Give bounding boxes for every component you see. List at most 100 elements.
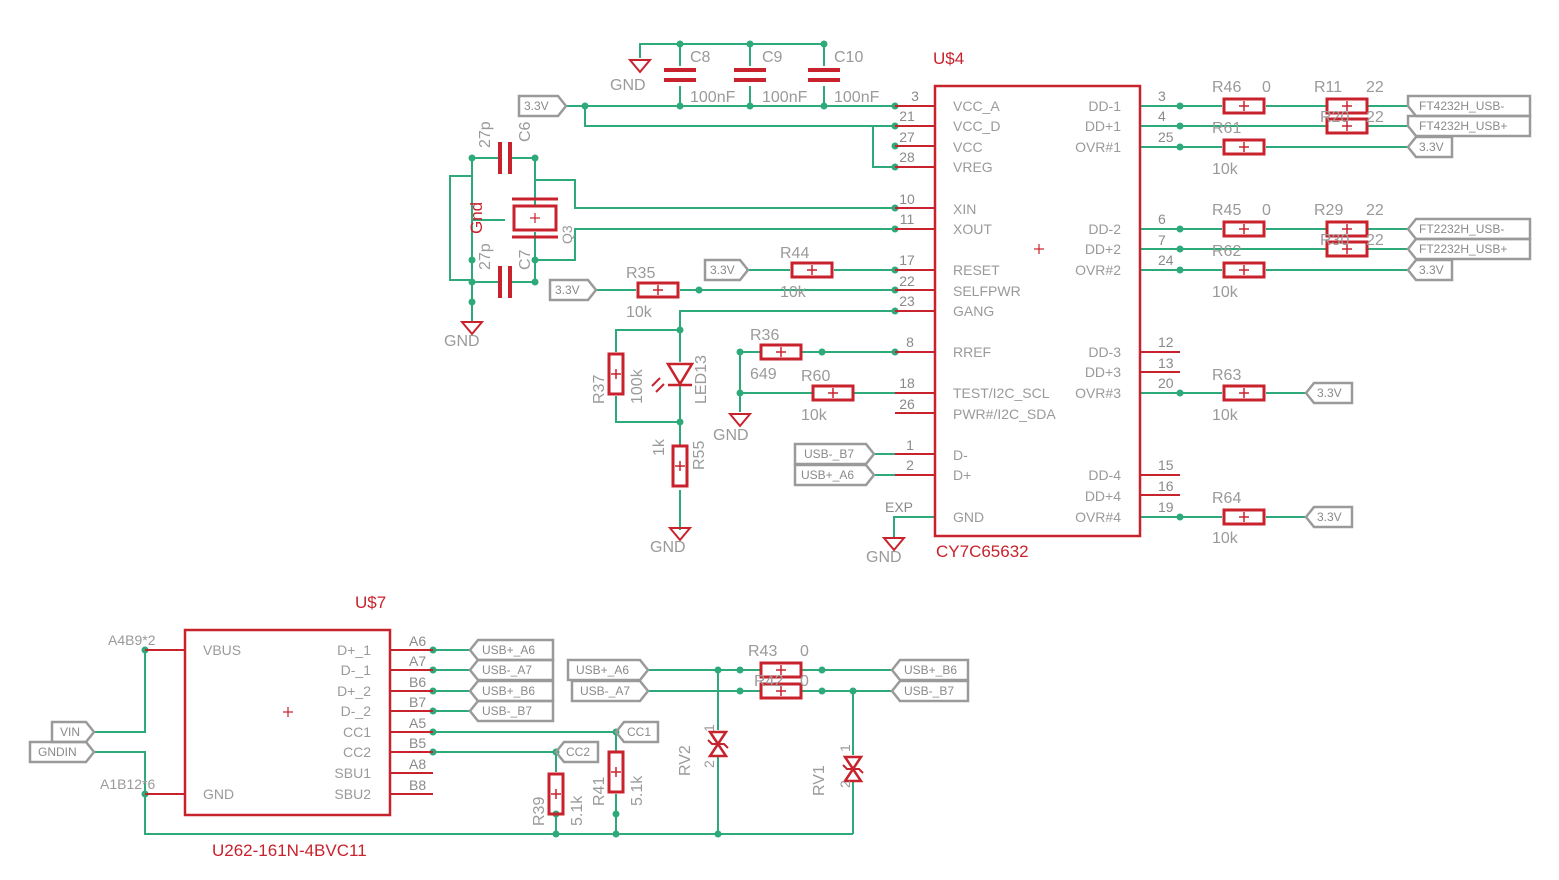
u4-pin-name: DD+2 <box>1085 241 1121 257</box>
c8-value: 100nF <box>690 89 736 106</box>
u4-pin-name: DD-3 <box>1088 344 1121 360</box>
gnd-symbol-rref: GND <box>713 413 753 444</box>
r43-name: R43 <box>748 643 777 660</box>
u7-pin-num: A7 <box>409 653 426 669</box>
resistor-r20: R20 22 <box>1320 109 1384 135</box>
u4-pin-name: DD-1 <box>1088 98 1121 114</box>
resistor-r29: R29 22 <box>1314 202 1384 238</box>
u7-pin-num: A8 <box>409 756 426 772</box>
r63-name: R63 <box>1212 367 1241 384</box>
net-cc2: CC2 <box>566 745 590 759</box>
u4-pin-name: DD+3 <box>1085 364 1121 380</box>
u4-pin-num: 1 <box>906 437 914 453</box>
u4-pin-num: 12 <box>1158 334 1174 350</box>
c10-value: 100nF <box>834 89 880 106</box>
net-usb-m-b7: USB-_B7 <box>804 447 854 461</box>
r36-value: 649 <box>750 366 777 383</box>
u7-pin-name: D+_2 <box>337 683 371 699</box>
u4-pin-num: 3 <box>1158 88 1166 104</box>
chip-u7: U$7 U262-161N-4BVC11 A4B9*2 A1B12*6 VBUS… <box>100 593 433 860</box>
u7-pin-num: B7 <box>409 694 426 710</box>
decoupling-caps: C8 C9 C10 100nF 100nF 100nF <box>664 49 880 106</box>
net-usb-p-a6: USB+_A6 <box>482 643 535 657</box>
c9-value: 100nF <box>762 89 808 106</box>
u7-pin-name: D-_2 <box>341 703 372 719</box>
u4-pin-name: RREF <box>953 344 991 360</box>
gnd-label: GND <box>713 427 749 444</box>
net-33v: 3.3V <box>710 263 735 277</box>
u4-pin-num: 3 <box>911 88 919 104</box>
r35-value: 10k <box>626 304 653 321</box>
u4-pin-name: DD+4 <box>1085 488 1121 504</box>
u4-pin-num: 11 <box>900 211 915 227</box>
resistor-r63: R63 10k <box>1212 367 1266 424</box>
r29-name: R29 <box>1314 202 1343 219</box>
u4-pin-name: XOUT <box>953 221 992 237</box>
r55-name: R55 <box>691 441 708 470</box>
r30-name: R30 <box>1320 232 1349 249</box>
gnd-symbol-exp: GND <box>866 537 907 566</box>
gnd-label: GND <box>650 539 686 556</box>
net-usb-m-a7: USB-_A7 <box>482 663 532 677</box>
u7-pin-num: B5 <box>409 735 426 751</box>
resistor-r55: 1k R55 <box>651 438 708 488</box>
rv1-name: RV1 <box>811 765 828 796</box>
r20-value: 22 <box>1366 109 1384 126</box>
u4-pin-num: 13 <box>1158 355 1174 371</box>
gnd-label: GND <box>610 77 646 94</box>
u7-pin-num: A4B9*2 <box>108 632 156 648</box>
r55-value: 1k <box>651 438 668 456</box>
c7-value: 27p <box>477 243 494 270</box>
u4-pin-num: 7 <box>1158 232 1166 248</box>
resistor-r61: R61 10k <box>1212 120 1266 178</box>
u7-pin-name: SBU2 <box>334 786 371 802</box>
r60-value: 10k <box>801 407 828 424</box>
resistor-r39: R39 5.1k <box>531 772 586 826</box>
c6-name: C6 <box>517 121 534 142</box>
r37-value: 100k <box>629 368 646 404</box>
net-33v: 3.3V <box>524 99 549 113</box>
r44-name: R44 <box>780 245 809 262</box>
resistor-r30: R30 22 <box>1320 232 1384 258</box>
net-ft4232-dp: FT4232H_USB+ <box>1419 119 1507 133</box>
u7-pin-num: B8 <box>409 777 426 793</box>
cap-c7: 27p C7 <box>477 243 534 298</box>
crystal-pin-label: Gnd <box>467 202 486 234</box>
u4-pin-num: 16 <box>1158 478 1174 494</box>
resistor-r46: R46 0 <box>1212 79 1271 115</box>
u4-pin-name: OVR#3 <box>1075 385 1121 401</box>
r20-name: R20 <box>1320 109 1349 126</box>
r61-value: 10k <box>1212 161 1239 178</box>
u7-pin-name: D-_1 <box>341 662 372 678</box>
u4-pin-num: 19 <box>1158 499 1174 515</box>
u7-pin-num: A5 <box>409 715 426 731</box>
u7-name: U$7 <box>355 593 386 612</box>
resistor-r44: R44 10k <box>780 245 834 301</box>
r64-name: R64 <box>1212 490 1241 507</box>
resistor-r11: R11 22 <box>1314 79 1384 115</box>
u4-pin-name: DD+1 <box>1085 118 1121 134</box>
u4-pin-name: OVR#2 <box>1075 262 1121 278</box>
net-33v: 3.3V <box>1317 386 1342 400</box>
u7-pin-name: D+_1 <box>337 642 371 658</box>
gnd-label: GND <box>866 549 902 566</box>
u4-pin-num: 21 <box>899 108 915 124</box>
gnd-symbol-led: GND <box>650 527 693 556</box>
r35-name: R35 <box>626 265 655 282</box>
net-33v: 3.3V <box>1419 263 1444 277</box>
u4-pin-num: 18 <box>899 375 915 391</box>
u4-pin-name: RESET <box>953 262 1000 278</box>
resistor-r41: R41 5.1k <box>591 750 646 806</box>
r39-value: 5.1k <box>569 795 586 826</box>
resistor-r62: R62 10k <box>1212 243 1266 301</box>
u4-pin-name: TEST/I2C_SCL <box>953 385 1050 401</box>
u4-pin-num: 10 <box>899 191 915 207</box>
u4-pin-name: GND <box>953 509 984 525</box>
net-usb-p-b6: USB+_B6 <box>482 684 535 698</box>
rv2-name: RV2 <box>677 745 694 776</box>
u4-name: U$4 <box>933 49 964 68</box>
tvs-rv2: RV2 1 2 <box>677 724 729 776</box>
r37-name: R37 <box>591 375 608 404</box>
rv2-pin2: 2 <box>701 760 717 768</box>
r11-value: 22 <box>1366 79 1384 96</box>
